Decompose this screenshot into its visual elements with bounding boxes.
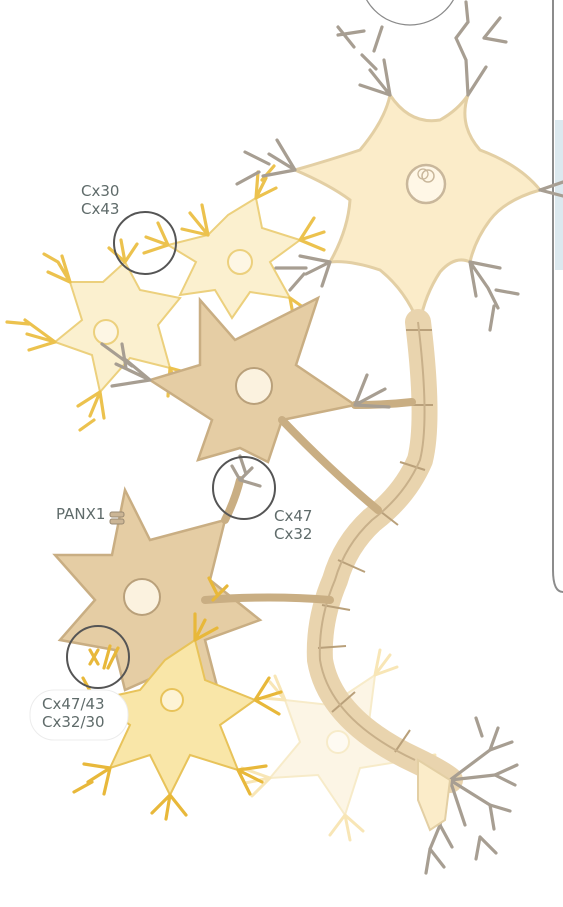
neuron bbox=[237, 2, 563, 330]
label-cx47: Cx47 bbox=[274, 507, 312, 525]
panx1-channel bbox=[110, 512, 124, 517]
label-cx43: Cx43 bbox=[81, 200, 119, 218]
label-panx1: PANX1 bbox=[56, 505, 105, 523]
label-cx32-30: Cx32/30 bbox=[42, 713, 105, 731]
label-cx30: Cx30 bbox=[81, 182, 119, 200]
label-cx32: Cx32 bbox=[274, 525, 312, 543]
label-cx47-43: Cx47/43 bbox=[42, 695, 105, 713]
